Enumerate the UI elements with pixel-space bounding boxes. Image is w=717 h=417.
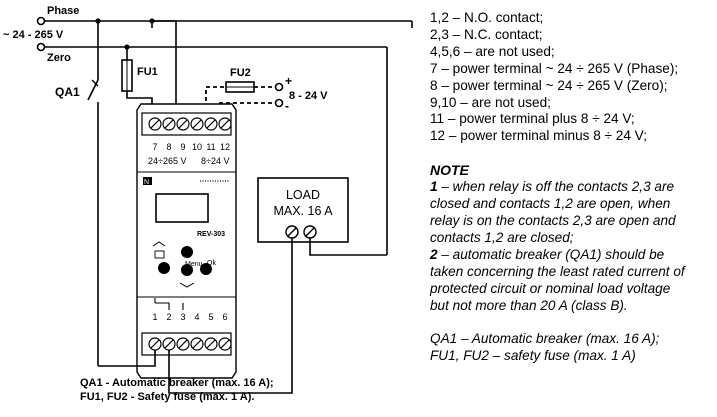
terminal-number: 4 xyxy=(194,312,199,322)
note-text: protected circuit or nominal load voltag… xyxy=(430,280,671,296)
legend-item: 11 – power terminal plus 8 ÷ 24 V; xyxy=(430,111,635,127)
terminal-number: 1 xyxy=(152,312,157,322)
legend-item: 1,2 – N.O. contact; xyxy=(430,10,544,25)
wiring-diagram: Phase ~ 24 - 265 V Zero QA1 FU1 FU2 + - … xyxy=(3,5,413,403)
legend-panel: 1,2 – N.O. contact; 2,3 – N.C. contact; … xyxy=(430,10,715,365)
screw xyxy=(164,119,174,129)
top-screws xyxy=(148,117,232,131)
load-terminal-screw xyxy=(305,227,315,237)
screw xyxy=(220,339,230,349)
screen-icon xyxy=(154,250,165,259)
top-terminal-labels: 7 8 9 10 11 12 xyxy=(152,142,230,152)
zero-label: Zero xyxy=(47,52,71,64)
caption-line-2: FU1, FU2 - Safety fuse (max. 1 A). xyxy=(80,391,254,403)
fu1-label: FU1 xyxy=(137,66,158,78)
note-text: – when relay is off the contacts 2,3 are xyxy=(437,179,675,195)
load-title: LOAD xyxy=(286,188,320,202)
voltage-label: ~ 24 - 265 V xyxy=(3,29,64,41)
up-arrow-mark xyxy=(152,241,166,247)
terminal-to-load-wire xyxy=(168,250,293,394)
menu-button[interactable] xyxy=(181,246,193,258)
brand-logo xyxy=(143,177,152,185)
model-label: REV-303 xyxy=(197,231,225,238)
ok-button[interactable] xyxy=(200,263,212,275)
footnote-line: QA1 – Automatic breaker (max. 16 A); xyxy=(430,331,660,347)
breaker-contact xyxy=(87,79,99,101)
note-text: closed and contacts 1,2 are open, when xyxy=(430,196,671,212)
load-rating: MAX. 16 A xyxy=(273,204,333,218)
legend-item: 2,3 – N.C. contact; xyxy=(430,26,543,42)
terminal-number: 8 xyxy=(166,142,171,152)
dc-minus-terminal xyxy=(274,98,284,108)
screw xyxy=(164,339,174,349)
phase-label: Phase xyxy=(47,5,79,17)
screw xyxy=(150,119,160,129)
note-text: but not more than 20 A (class B). xyxy=(430,297,628,313)
zero-terminal xyxy=(36,42,46,52)
terminal-number: 12 xyxy=(220,142,230,152)
screw xyxy=(220,119,230,129)
bottom-screws xyxy=(148,337,232,351)
menu-label: Menu xyxy=(185,261,203,268)
footnote-line: FU1, FU2 – safety fuse (max. 1 A) xyxy=(430,348,636,364)
left-button[interactable] xyxy=(158,262,170,274)
qa1-label: QA1 xyxy=(55,85,80,99)
breaker-to-terminal-wire xyxy=(98,350,156,367)
load-terminal-screw xyxy=(287,227,297,237)
breaker-tick xyxy=(91,79,99,87)
screw xyxy=(206,119,216,129)
terminal-number: 9 xyxy=(180,142,185,152)
legend-item: 7 – power terminal ~ 24 ÷ 265 V (Phase); xyxy=(430,60,679,76)
phase-terminal xyxy=(36,16,46,26)
note-text: contacts 1,2 are closed; xyxy=(430,229,574,245)
note-title: NOTE xyxy=(430,162,469,179)
legend-item: 8 – power terminal ~ 24 ÷ 265 V (Zero); xyxy=(430,77,668,93)
minus-sign: - xyxy=(285,99,289,113)
note-number: 2 xyxy=(430,246,438,262)
screw xyxy=(178,119,188,129)
screw xyxy=(206,339,216,349)
legend-item: 9,10 – are not used; xyxy=(430,94,551,110)
load-box xyxy=(257,177,349,243)
load-return-wire xyxy=(309,250,387,256)
terminal-number: 7 xyxy=(152,142,157,152)
relay-contact-symbol xyxy=(154,298,184,310)
top-voltage-label-left: 24÷265 V xyxy=(148,156,186,166)
brand-logo: N xyxy=(143,177,152,186)
dc-voltage-label: 8 - 24 V xyxy=(289,90,328,102)
phase-to-terminal-wire xyxy=(152,20,177,115)
note-text: relay is on the contacts 2,3 are open an… xyxy=(430,212,676,228)
screw xyxy=(192,119,202,129)
bottom-terminal-labels: 1 2 3 4 5 6 xyxy=(152,312,227,322)
note-item-1: 1 – when relay is off the contacts 2,3 a… xyxy=(430,179,715,196)
dc-plus-terminal xyxy=(274,82,284,92)
top-voltage-label-right: 8÷24 V xyxy=(201,156,229,166)
brand-logo: N xyxy=(144,179,149,186)
legend-item: 4,5,6 – are not used; xyxy=(430,43,555,59)
note-number: 1 xyxy=(430,179,438,195)
plus-sign: + xyxy=(285,74,292,88)
terminal-number: 6 xyxy=(222,312,227,322)
terminal-number: 2 xyxy=(166,312,171,322)
note-text: – automatic breaker (QA1) should be xyxy=(437,246,665,262)
legend-item: 12 – power terminal minus 8 ÷ 24 V; xyxy=(430,128,648,144)
screw xyxy=(150,339,160,349)
caption-line-1: QA1 - Automatic breaker (max. 16 A); xyxy=(80,377,274,389)
note-text: taken concerning the least rated current… xyxy=(430,263,685,279)
terminal-number: 5 xyxy=(208,312,213,322)
ok-label: Ok xyxy=(207,260,216,267)
terminal-number: 10 xyxy=(192,142,202,152)
terminal-number: 11 xyxy=(206,142,215,152)
terminal-number: 3 xyxy=(180,312,185,322)
screw xyxy=(178,339,188,349)
lcd-screen xyxy=(155,193,209,223)
screw xyxy=(192,339,202,349)
fu2-label: FU2 xyxy=(230,67,251,79)
center-button[interactable] xyxy=(181,264,193,276)
down-arrow-mark xyxy=(179,282,195,288)
note-item-2: 2 – automatic breaker (QA1) should be xyxy=(430,247,715,264)
